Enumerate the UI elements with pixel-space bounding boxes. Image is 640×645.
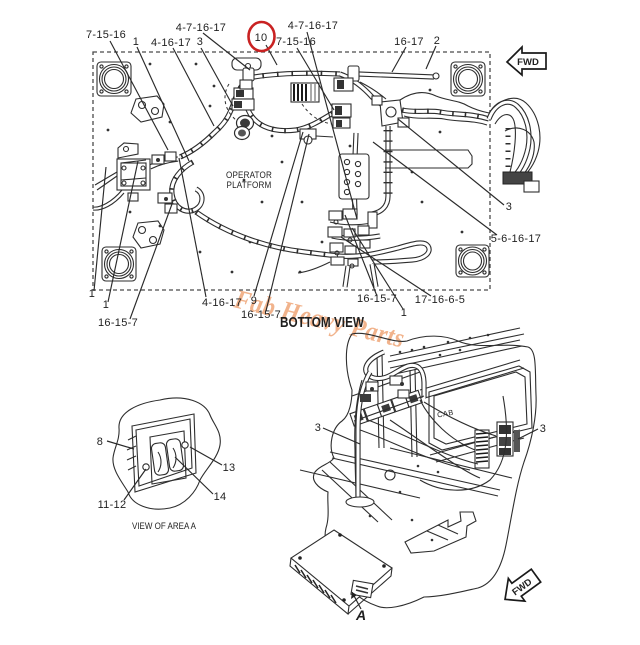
svg-text:FWD: FWD: [517, 57, 539, 68]
svg-text:1: 1: [89, 288, 95, 300]
svg-text:4-16-17: 4-16-17: [202, 297, 242, 309]
svg-text:13: 13: [223, 462, 236, 474]
svg-text:16-15-7: 16-15-7: [98, 317, 138, 329]
svg-text:PLATFORM: PLATFORM: [227, 180, 272, 191]
svg-text:4-16-17: 4-16-17: [151, 37, 191, 49]
svg-text:17-16-6-5: 17-16-6-5: [415, 294, 465, 306]
svg-text:7-15-16: 7-15-16: [276, 36, 316, 48]
svg-text:1: 1: [133, 36, 139, 48]
svg-text:BOTTOM VIEW: BOTTOM VIEW: [280, 315, 364, 331]
svg-text:16-15-7: 16-15-7: [241, 309, 281, 321]
svg-text:10: 10: [255, 32, 268, 44]
svg-text:3: 3: [506, 201, 512, 213]
svg-text:4-7-16-17: 4-7-16-17: [288, 20, 338, 32]
svg-text:16-15-7: 16-15-7: [357, 293, 397, 305]
svg-text:7-15-16: 7-15-16: [86, 29, 126, 41]
svg-text:9: 9: [251, 295, 257, 307]
svg-text:OPERATOR: OPERATOR: [226, 170, 272, 181]
svg-text:11-12: 11-12: [98, 499, 127, 511]
svg-text:16-17: 16-17: [394, 36, 424, 48]
svg-text:4-7-16-17: 4-7-16-17: [176, 22, 226, 34]
svg-text:2: 2: [434, 35, 440, 47]
svg-text:A: A: [355, 607, 366, 623]
svg-text:14: 14: [214, 491, 227, 503]
svg-text:3: 3: [315, 422, 321, 434]
svg-text:5-6-16-17: 5-6-16-17: [491, 233, 541, 245]
svg-text:1: 1: [401, 307, 407, 319]
svg-text:1: 1: [103, 299, 109, 311]
svg-text:8: 8: [97, 436, 103, 448]
svg-text:3: 3: [540, 423, 546, 435]
svg-text:CAB: CAB: [436, 408, 454, 420]
svg-text:3: 3: [197, 36, 203, 48]
svg-text:VIEW OF AREA A: VIEW OF AREA A: [132, 521, 197, 532]
